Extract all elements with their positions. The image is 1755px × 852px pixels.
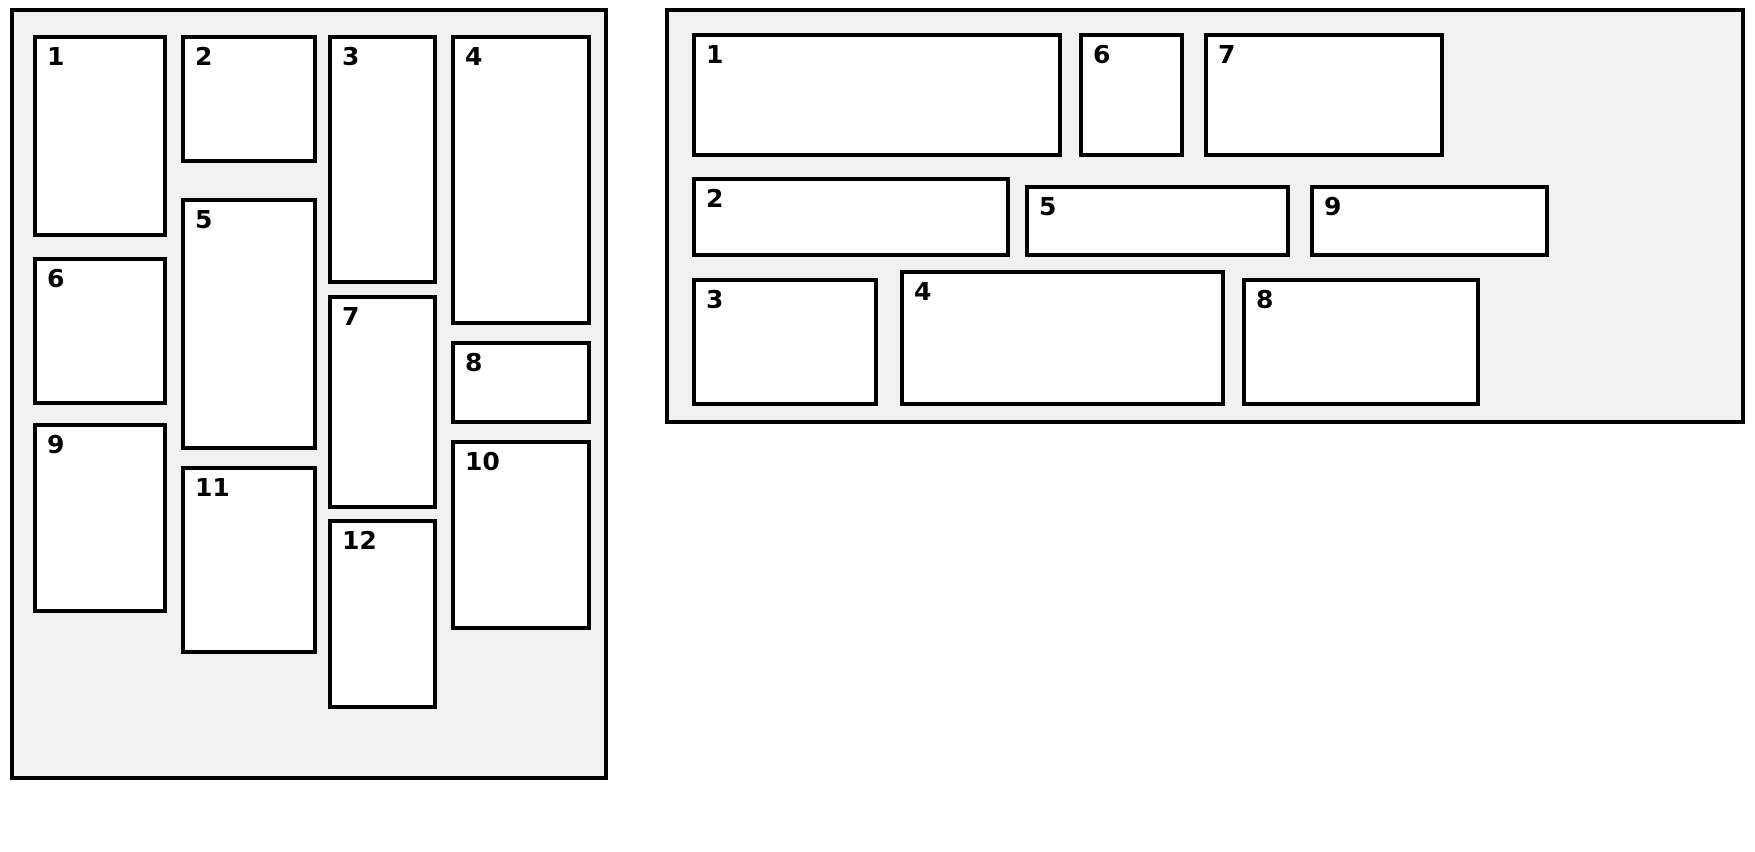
layout-box-label: 7 [342,302,360,331]
layout-box[interactable]: 5 [1025,185,1290,257]
layout-box[interactable]: 1 [33,35,167,237]
layout-box[interactable]: 4 [451,35,591,325]
layout-box-label: 5 [195,205,213,234]
layout-box[interactable]: 8 [1242,278,1480,406]
layout-box-label: 10 [465,447,500,476]
layout-box-label: 1 [47,42,65,71]
layout-box[interactable]: 2 [692,177,1010,257]
layout-box-label: 12 [342,526,377,555]
layout-box[interactable]: 12 [328,519,437,709]
layout-box-label: 5 [1039,192,1057,221]
layout-box-label: 11 [195,473,230,502]
layout-box[interactable]: 10 [451,440,591,630]
layout-box[interactable]: 7 [1204,33,1444,157]
layout-box-label: 7 [1218,40,1236,69]
layout-box-label: 9 [47,430,65,459]
layout-box-label: 2 [706,184,724,213]
layout-box-label: 1 [706,40,724,69]
layout-box-label: 8 [1256,285,1274,314]
layout-box-label: 6 [1093,40,1111,69]
layout-box-label: 6 [47,264,65,293]
layout-box-label: 3 [342,42,360,71]
layout-box-label: 2 [195,42,213,71]
layout-box-label: 9 [1324,192,1342,221]
layout-box-label: 4 [914,277,932,306]
layout-box[interactable]: 11 [181,466,317,654]
layout-box[interactable]: 7 [328,295,437,509]
layout-box[interactable]: 6 [1079,33,1184,157]
layout-box-label: 8 [465,348,483,377]
layout-box[interactable]: 9 [1310,185,1549,257]
layout-box[interactable]: 6 [33,257,167,405]
layout-box[interactable]: 1 [692,33,1062,157]
layout-box[interactable]: 3 [692,278,878,406]
layout-box-label: 4 [465,42,483,71]
layout-box[interactable]: 9 [33,423,167,613]
layout-box[interactable]: 3 [328,35,437,284]
layout-box-label: 3 [706,285,724,314]
layout-box[interactable]: 5 [181,198,317,450]
layout-box[interactable]: 4 [900,270,1225,406]
layout-box[interactable]: 8 [451,341,591,424]
right-panel: 1 6 7 2 5 9 3 4 8 [665,8,1745,424]
layout-box[interactable]: 2 [181,35,317,163]
